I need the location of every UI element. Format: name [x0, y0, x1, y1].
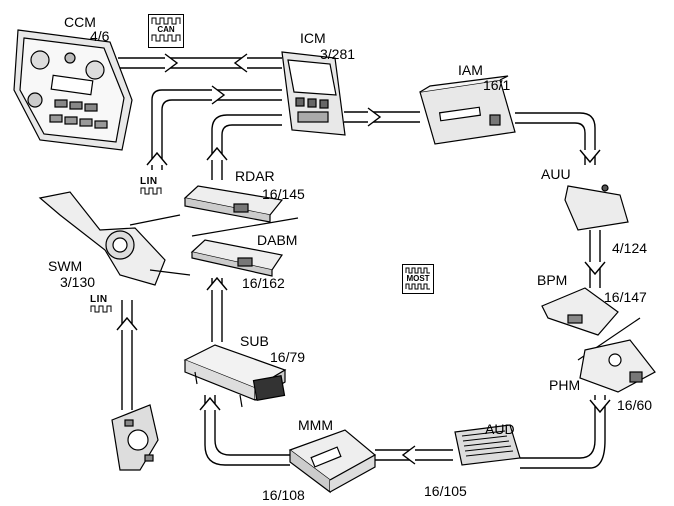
pulse-wave-icon: [405, 283, 430, 290]
ccm-code-label: 4/6: [90, 28, 110, 44]
dabm-module-illustration: [190, 239, 283, 277]
rdar-module-illustration: [183, 185, 284, 223]
pulse-wave-icon: [140, 187, 162, 195]
sub-module-illustration: [183, 344, 287, 408]
lin-upper-label: LIN: [140, 176, 158, 187]
ccm-name-label: CCM: [64, 14, 96, 30]
separator-rdar-dabm: [191, 217, 299, 237]
lin-bus-icon-upper: LIN: [140, 176, 162, 198]
mmm-module-illustration: [288, 429, 377, 494]
bpm-module-illustration: [541, 287, 619, 336]
pulse-wave-icon: [405, 267, 430, 274]
rdar-code-label: 16/145: [262, 186, 305, 202]
bpm-name-label: BPM: [537, 272, 568, 288]
bpm-code-label: 16/147: [604, 289, 647, 305]
aud-module-illustration: [454, 424, 521, 466]
swm-code-label: 3/130: [60, 274, 96, 290]
iam-module-illustration: [419, 75, 516, 145]
most-ring: [199, 107, 611, 469]
rdar-name-label: RDAR: [235, 168, 275, 184]
auu-code-label: 4/124: [612, 240, 648, 256]
sub-name-label: SUB: [240, 333, 269, 349]
lin-bus-icon-lower: LIN: [90, 294, 112, 316]
most-bus-label: MOST: [406, 274, 430, 283]
swm-module-illustration: [38, 191, 191, 286]
pulse-wave-icon: [90, 305, 112, 313]
iam-name-label: IAM: [458, 62, 483, 78]
auu-module-illustration: [564, 184, 629, 231]
icm-code-label: 3/281: [320, 46, 356, 62]
mmm-code-label: 16/108: [262, 487, 305, 503]
icm-module-illustration: [281, 51, 346, 136]
most-bus-icon: MOST: [402, 264, 434, 294]
iam-code-label: 16/1: [483, 77, 511, 93]
steering-wheel-switch-illustration: [111, 404, 159, 471]
dabm-code-label: 16/162: [242, 275, 285, 291]
phm-name-label: PHM: [549, 377, 581, 393]
dabm-name-label: DABM: [257, 232, 298, 248]
lin-lower-label: LIN: [90, 294, 108, 305]
aud-name-label: AUD: [485, 421, 515, 437]
can-bus-icon: CAN: [148, 14, 184, 48]
auu-name-label: AUU: [541, 166, 571, 182]
phm-module-illustration: [579, 339, 656, 393]
lin-link-swm-icm: [146, 85, 282, 170]
can-bus-label: CAN: [157, 25, 175, 34]
icm-name-label: ICM: [300, 30, 326, 46]
ccm-panel-illustration: [13, 29, 133, 151]
pulse-wave-icon: [151, 34, 181, 42]
pulse-wave-icon: [151, 17, 181, 25]
swm-name-label: SWM: [48, 258, 83, 274]
lin-link-swm-sw: [116, 300, 138, 410]
sub-code-label: 16/79: [270, 349, 306, 365]
can-link: [118, 53, 282, 73]
aud-code-label: 16/105: [424, 483, 467, 499]
phm-code-label: 16/60: [617, 397, 653, 413]
mmm-name-label: MMM: [298, 417, 333, 433]
